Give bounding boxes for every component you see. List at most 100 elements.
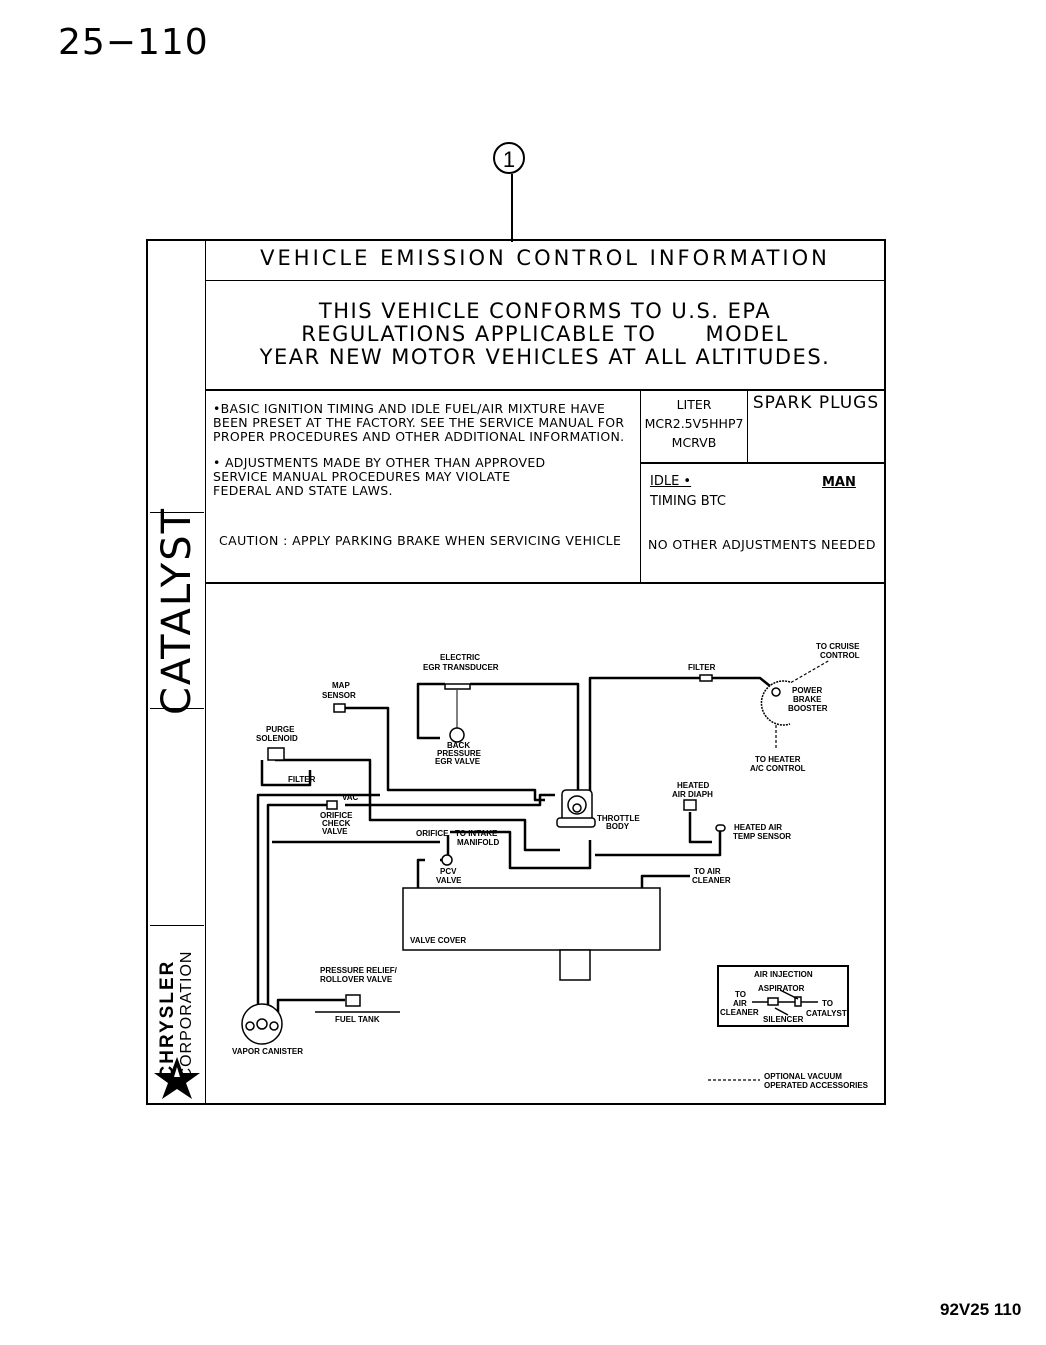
divider bbox=[150, 925, 204, 926]
spark-plugs-header: SPARK PLUGS bbox=[752, 393, 880, 413]
valve-cover-stem bbox=[559, 949, 591, 981]
divider bbox=[641, 462, 884, 464]
divider bbox=[206, 582, 884, 584]
label-booster: BRAKE bbox=[793, 695, 822, 704]
legend-text: OPERATED ACCESSORIES bbox=[764, 1081, 869, 1090]
divider bbox=[640, 390, 641, 582]
brake-booster-icon bbox=[760, 680, 791, 726]
conformance-line: YEAR NEW MOTOR VEHICLES AT ALL ALTITUDES… bbox=[259, 345, 831, 369]
label-valve-cover: VALVE COVER bbox=[410, 936, 466, 945]
hose bbox=[256, 793, 380, 1012]
label-pressure-relief: PRESSURE RELIEF/ bbox=[320, 966, 398, 975]
figure-code: 92V25 110 bbox=[940, 1300, 1022, 1319]
label-throttle-body: THROTTLE bbox=[597, 814, 640, 823]
no-other-adjustments: NO OTHER ADJUSTMENTS NEEDED bbox=[648, 537, 876, 552]
pcv-valve-icon bbox=[441, 854, 453, 866]
legend-text: OPTIONAL VACUUM bbox=[764, 1072, 842, 1081]
label-to-air-cleaner: CLEANER bbox=[692, 876, 731, 885]
silencer-icon bbox=[767, 997, 779, 1006]
label-cruise: CONTROL bbox=[820, 651, 860, 660]
air-injection-lines bbox=[752, 989, 818, 1016]
divider bbox=[206, 389, 884, 391]
egr-valve-icon bbox=[449, 727, 465, 743]
label-purge-solenoid: PURGE bbox=[266, 725, 295, 734]
hose bbox=[266, 803, 330, 1012]
idle-label: IDLE • bbox=[650, 474, 692, 489]
adjustment-notes: •BASIC IGNITION TIMING AND IDLE FUEL/AIR… bbox=[213, 402, 638, 510]
evap-family: MCRVB bbox=[671, 435, 717, 450]
label-pcv: VALVE bbox=[436, 876, 462, 885]
filter-icon bbox=[699, 674, 713, 682]
heated-air-temp-sensor-icon bbox=[715, 824, 726, 832]
label-side-column bbox=[148, 241, 206, 1103]
label-orifice: ORIFICE bbox=[416, 829, 449, 838]
valve-cover-icon bbox=[402, 887, 661, 951]
orifice-check-valve-icon bbox=[326, 800, 338, 810]
label-vac: VAC bbox=[342, 793, 359, 802]
label-title: VEHICLE EMISSION CONTROL INFORMATION bbox=[260, 246, 830, 270]
label-heater: A/C CONTROL bbox=[750, 764, 806, 773]
label-egr-transducer: ELECTRIC bbox=[440, 653, 480, 662]
callout-marker: 1 bbox=[493, 142, 525, 174]
hose bbox=[416, 682, 445, 740]
vacuum-hoses bbox=[256, 676, 776, 1015]
label-ai-to-catalyst: TO bbox=[822, 999, 833, 1008]
hose bbox=[345, 793, 555, 807]
label-air-injection: AIR INJECTION bbox=[754, 970, 813, 979]
label-filter: FILTER bbox=[288, 775, 316, 784]
hose bbox=[470, 682, 580, 795]
hose bbox=[345, 706, 545, 802]
label-throttle-body: BODY bbox=[606, 822, 630, 831]
hose bbox=[595, 830, 722, 857]
engine-family: MCR2.5V5HHP7 bbox=[644, 416, 744, 431]
label-ai-to-catalyst: CATALYST bbox=[806, 1009, 847, 1018]
purge-solenoid-icon bbox=[267, 747, 285, 761]
emission-label-frame bbox=[146, 239, 886, 1105]
hose bbox=[450, 830, 592, 870]
label-intake: MANIFOLD bbox=[457, 838, 499, 847]
label-heater: TO HEATER bbox=[755, 755, 801, 764]
divider bbox=[747, 390, 748, 462]
label-vapor-canister: VAPOR CANISTER bbox=[232, 1047, 303, 1056]
label-booster: POWER bbox=[792, 686, 822, 695]
label-egr-valve: EGR VALVE bbox=[435, 757, 481, 766]
conformance-statement: THIS VEHICLE CONFORMS TO U.S. EPA REGULA… bbox=[206, 300, 884, 369]
components bbox=[241, 674, 849, 1045]
hose bbox=[688, 812, 712, 844]
label-heated-air-temp: TEMP SENSOR bbox=[733, 832, 791, 841]
label-ai-to-air: AIR bbox=[733, 999, 747, 1008]
label-pressure-relief: ROLLOVER VALVE bbox=[320, 975, 393, 984]
label-orifice-check: ORIFICE bbox=[320, 811, 353, 820]
label-egr-valve: BACK bbox=[447, 741, 470, 750]
label-cruise: TO CRUISE bbox=[816, 642, 860, 651]
rollover-valve-icon bbox=[345, 994, 361, 1007]
label-aspirator: ASPIRATOR bbox=[758, 984, 805, 993]
air-injection-box bbox=[717, 965, 849, 1027]
liter-header: LITER bbox=[676, 397, 712, 412]
label-heated-air-diaph: AIR DIAPH bbox=[672, 790, 713, 799]
label-egr-transducer: EGR TRANSDUCER bbox=[423, 663, 499, 672]
caution-text: CAUTION : APPLY PARKING BRAKE WHEN SERVI… bbox=[219, 533, 622, 548]
conformance-line: REGULATIONS APPLICABLE TO MODEL bbox=[301, 322, 789, 346]
page-number: 25−110 bbox=[58, 22, 209, 63]
diagram-labels: ELECTRIC EGR TRANSDUCER MAP SENSOR PURGE… bbox=[232, 642, 869, 1090]
hose bbox=[416, 858, 425, 888]
engine-info: LITER MCR2.5V5HHP7 MCRVB bbox=[641, 395, 747, 452]
conformance-line: THIS VEHICLE CONFORMS TO U.S. EPA bbox=[318, 299, 772, 323]
label-intake: TO INTAKE bbox=[455, 829, 498, 838]
label-purge-solenoid: SOLENOID bbox=[256, 734, 298, 743]
label-orifice-check: CHECK bbox=[322, 819, 351, 828]
label-silencer: SILENCER bbox=[763, 1015, 804, 1024]
label-to-air-cleaner: TO AIR bbox=[694, 867, 721, 876]
label-pcv: PCV bbox=[440, 867, 457, 876]
label-filter-top: FILTER bbox=[688, 663, 716, 672]
hose bbox=[588, 676, 700, 795]
label-ai-to-air: TO bbox=[735, 990, 746, 999]
divider bbox=[206, 280, 884, 281]
egr-transducer-icon bbox=[444, 683, 471, 690]
label-ai-to-air: CLEANER bbox=[720, 1008, 759, 1017]
label-map-sensor: MAP bbox=[332, 681, 350, 690]
transmission-label: MAN bbox=[822, 475, 856, 490]
note-item: •BASIC IGNITION TIMING AND IDLE FUEL/AIR… bbox=[213, 401, 625, 444]
